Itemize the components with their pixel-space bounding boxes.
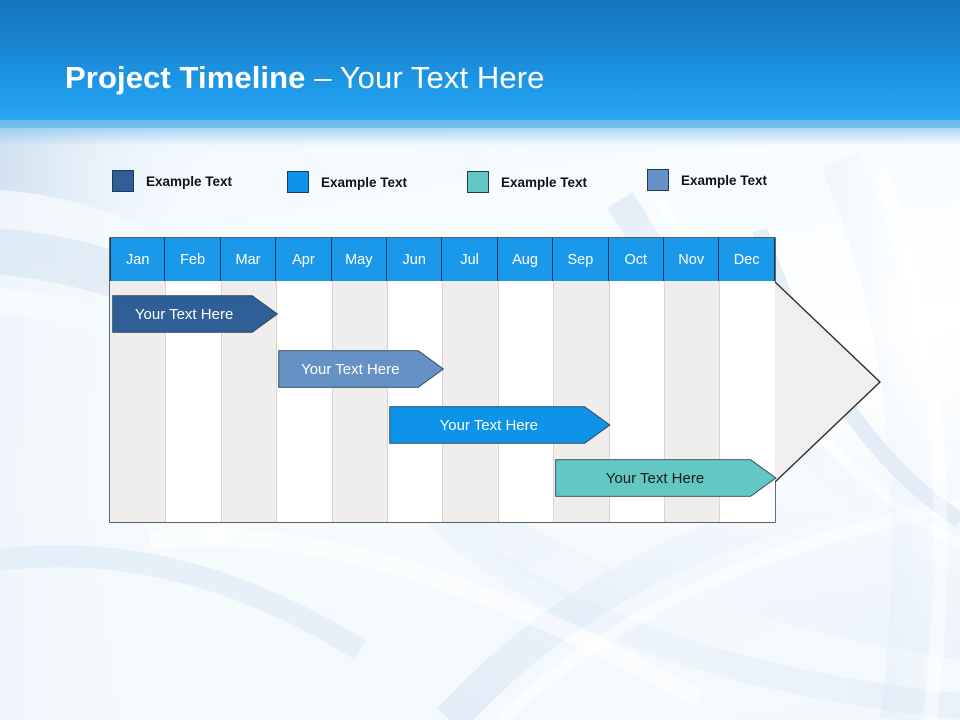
task-bar-3[interactable]: Your Text Here [389, 406, 611, 444]
month-header-mar[interactable]: Mar [220, 238, 277, 281]
column-separator [331, 281, 333, 522]
month-header-jul[interactable]: Jul [442, 238, 498, 281]
legend-label-2: Example Text [501, 174, 588, 190]
month-header-apr[interactable]: Apr [276, 238, 332, 281]
column-separator [497, 281, 499, 522]
task-bar-2[interactable]: Your Text Here [278, 350, 445, 388]
task-bar-1[interactable]: Your Text Here [112, 295, 279, 333]
task-bar-4[interactable]: Your Text Here [555, 459, 777, 497]
legend-item-1[interactable]: Example Text [287, 171, 407, 193]
column-separator [442, 281, 444, 522]
column-separator [276, 281, 278, 522]
legend-label-3: Example Text [681, 172, 768, 188]
page-title: Project Timeline – Your Text Here [65, 60, 544, 96]
column-separator [608, 281, 610, 522]
legend-item-3[interactable]: Example Text [647, 169, 767, 191]
legend-swatch-icon-2 [467, 171, 489, 193]
column-separator [220, 281, 222, 522]
month-header-jun[interactable]: Jun [387, 238, 443, 281]
task-bar-shape-1 [112, 295, 279, 333]
legend-swatch-icon-0 [112, 170, 134, 192]
month-header-oct[interactable]: Oct [608, 238, 664, 281]
task-bar-shape-2 [278, 350, 445, 388]
month-column-may [331, 281, 387, 522]
legend-item-2[interactable]: Example Text [467, 171, 587, 193]
task-bar-shape-3 [389, 406, 611, 444]
month-column-jul [442, 281, 498, 522]
month-header-may[interactable]: May [331, 238, 387, 281]
page-title-bold: Project Timeline [65, 60, 306, 95]
legend-swatch-icon-3 [647, 169, 669, 191]
month-header-sep[interactable]: Sep [553, 238, 609, 281]
page-title-light: Your Text Here [339, 60, 545, 95]
month-header-nov[interactable]: Nov [664, 238, 720, 281]
legend-swatch-icon-1 [287, 171, 309, 193]
month-header-feb[interactable]: Feb [165, 238, 221, 281]
column-separator [387, 281, 388, 522]
column-separator [719, 281, 721, 522]
month-header-jan[interactable]: Jan [110, 238, 166, 281]
month-column-apr [276, 281, 332, 522]
legend: Example Text Example Text Example Text E… [0, 168, 960, 198]
header-banner [0, 0, 960, 128]
legend-label-1: Example Text [321, 174, 408, 190]
legend-label-0: Example Text [146, 173, 233, 189]
page-title-separator: – [305, 60, 340, 95]
column-separator [553, 281, 555, 522]
task-bar-label-3: Your Text Here [439, 416, 538, 434]
column-separator [664, 281, 665, 522]
legend-item-0[interactable]: Example Text [112, 170, 232, 192]
month-header-dec[interactable]: Dec [719, 238, 775, 281]
task-bar-label-2: Your Text Here [301, 360, 400, 378]
task-bar-shape-4 [555, 459, 777, 497]
month-column-jun [387, 281, 443, 522]
month-column-aug [497, 281, 554, 522]
header-fade-edge [0, 120, 960, 146]
column-separator [165, 281, 167, 522]
task-bar-label-4: Your Text Here [605, 469, 705, 487]
month-header-aug[interactable]: Aug [497, 238, 554, 281]
task-bar-label-1: Your Text Here [134, 305, 234, 323]
